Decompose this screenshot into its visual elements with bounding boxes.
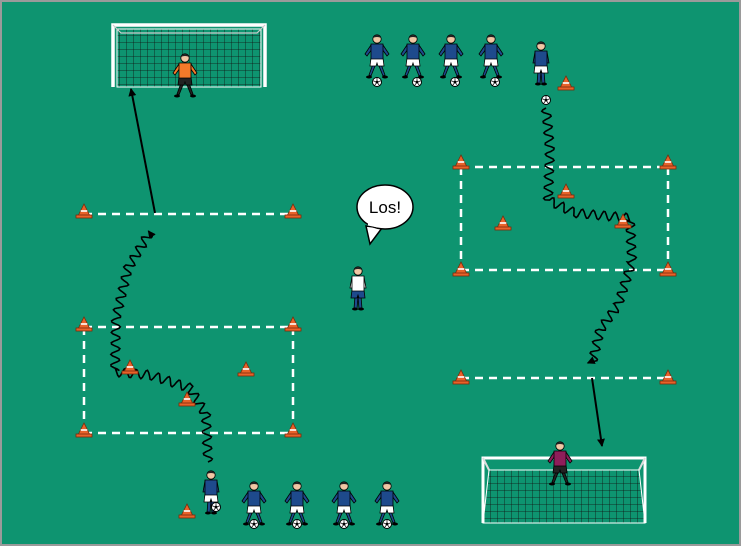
soccer-ball-icon bbox=[212, 503, 221, 512]
soccer-ball-icon bbox=[383, 520, 392, 529]
soccer-ball-icon bbox=[250, 520, 259, 529]
soccer-ball-icon bbox=[340, 520, 349, 529]
speech-bubble-text: Los! bbox=[369, 198, 401, 217]
soccer-ball-icon bbox=[413, 78, 422, 87]
soccer-ball-icon bbox=[491, 78, 500, 87]
soccer-ball-icon bbox=[542, 96, 551, 105]
soccer-ball-icon bbox=[451, 78, 460, 87]
soccer-ball-icon bbox=[373, 78, 382, 87]
soccer-ball-icon bbox=[293, 520, 302, 529]
